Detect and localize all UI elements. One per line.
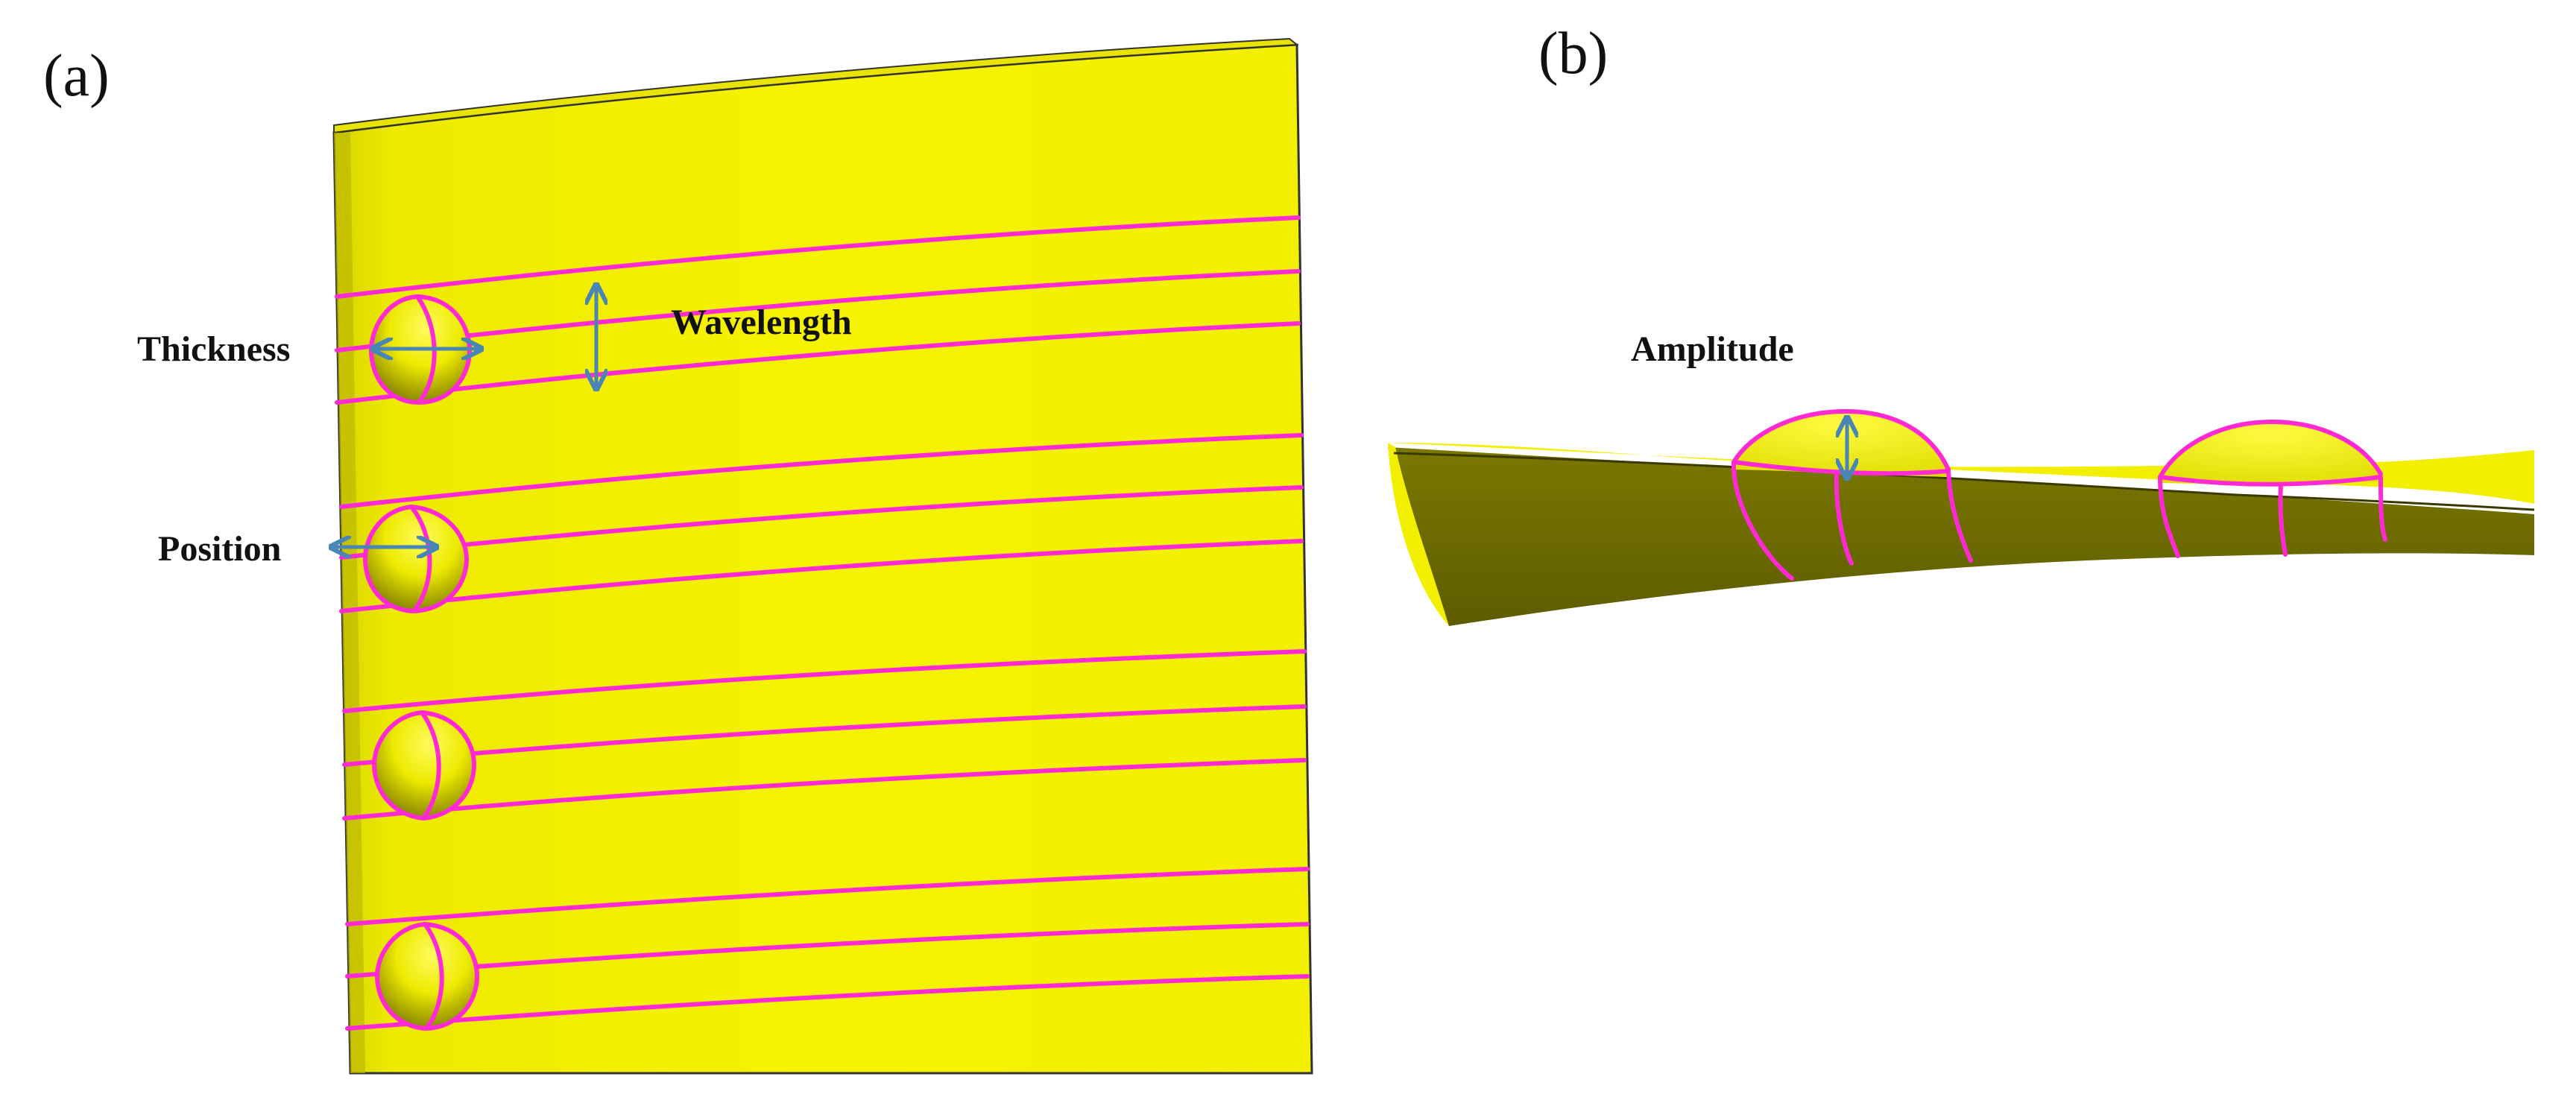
- amplitude-label: Amplitude: [1631, 329, 1794, 369]
- panel-a-label: (a): [43, 43, 110, 109]
- bump-3: [372, 710, 476, 821]
- panel-b: (b) Amplitude: [1388, 21, 2535, 626]
- profile-edge-line: [1393, 452, 2535, 511]
- profile-tip: [1388, 443, 1449, 626]
- thickness-label: Thickness: [137, 329, 290, 369]
- pink-lines-row-2: [339, 433, 1304, 613]
- bump-2: [363, 505, 469, 613]
- plate-top-edge: [333, 37, 1299, 134]
- wavelength-label: Wavelength: [671, 303, 852, 342]
- bump-4: [375, 922, 479, 1031]
- position-label: Position: [158, 529, 281, 569]
- panel-b-label: (b): [1538, 21, 1608, 86]
- pink-lines-row-3: [342, 649, 1307, 821]
- dome-2: [2158, 420, 2387, 558]
- pink-lines-row-4: [345, 867, 1310, 1031]
- pink-lines-row-1: [335, 215, 1301, 405]
- panel-a: (a): [43, 37, 1313, 1075]
- plate-surface: [332, 43, 1313, 1075]
- plate-left-shade: [334, 133, 365, 1073]
